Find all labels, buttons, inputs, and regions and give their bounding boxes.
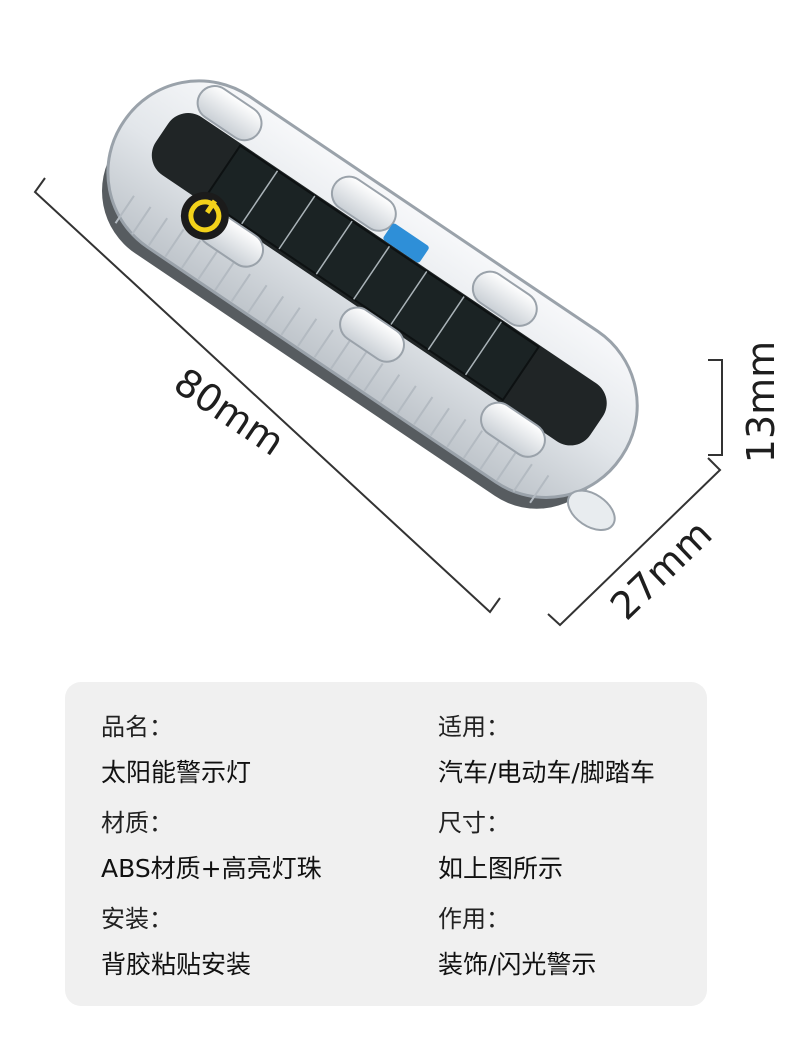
spec-label: 安装： xyxy=(101,905,173,933)
spec-label: 尺寸： xyxy=(438,809,510,837)
led-bead xyxy=(471,270,538,327)
spec-value: 太阳能警示灯 xyxy=(101,758,252,787)
width-dimension-line xyxy=(547,457,722,627)
spec-item-material: 材质： ABS材质+高亮灯珠 xyxy=(101,800,322,896)
solar-panel xyxy=(203,144,541,402)
warning-light-device xyxy=(102,79,639,531)
length-dimension-line xyxy=(33,177,501,614)
spec-label: 材质： xyxy=(101,809,173,837)
led-bead xyxy=(339,306,405,363)
spec-column-left: 品名： 太阳能警示灯 材质： ABS材质+高亮灯珠 安装： 背胶粘贴安装 xyxy=(101,704,322,992)
spec-value: 汽车/电动车/脚踏车 xyxy=(438,758,655,787)
dimension-lines xyxy=(33,177,723,627)
mounting-tab xyxy=(566,489,616,531)
led-bead xyxy=(330,175,397,232)
spec-label: 适用： xyxy=(438,713,510,741)
spec-item-applicable: 适用： 汽车/电动车/脚踏车 xyxy=(438,704,655,800)
height-dimension-line xyxy=(708,359,723,456)
spec-value: ABS材质+高亮灯珠 xyxy=(101,854,322,883)
spec-item-product-name: 品名： 太阳能警示灯 xyxy=(101,704,322,800)
led-bead xyxy=(196,85,263,142)
device-ribs xyxy=(114,195,550,504)
spec-value: 背胶粘贴安装 xyxy=(101,950,252,979)
spec-label: 品名： xyxy=(101,713,173,741)
spec-panel: 品名： 太阳能警示灯 材质： ABS材质+高亮灯珠 安装： 背胶粘贴安装 适用：… xyxy=(65,682,707,1006)
slide-switch xyxy=(383,223,429,263)
spec-value: 装饰/闪光警示 xyxy=(438,950,597,979)
product-figure xyxy=(33,79,723,627)
spec-column-right: 适用： 汽车/电动车/脚踏车 尺寸： 如上图所示 作用： 装饰/闪光警示 xyxy=(438,704,655,992)
height-dimension-label: 13mm xyxy=(739,340,784,464)
spec-item-installation: 安装： 背胶粘贴安装 xyxy=(101,896,322,992)
spec-value: 如上图所示 xyxy=(438,854,564,883)
spec-label: 作用： xyxy=(438,905,510,933)
spec-item-function: 作用： 装饰/闪光警示 xyxy=(438,896,655,992)
spec-item-size: 尺寸： 如上图所示 xyxy=(438,800,655,896)
power-icon xyxy=(180,191,229,240)
led-bead xyxy=(480,401,546,458)
